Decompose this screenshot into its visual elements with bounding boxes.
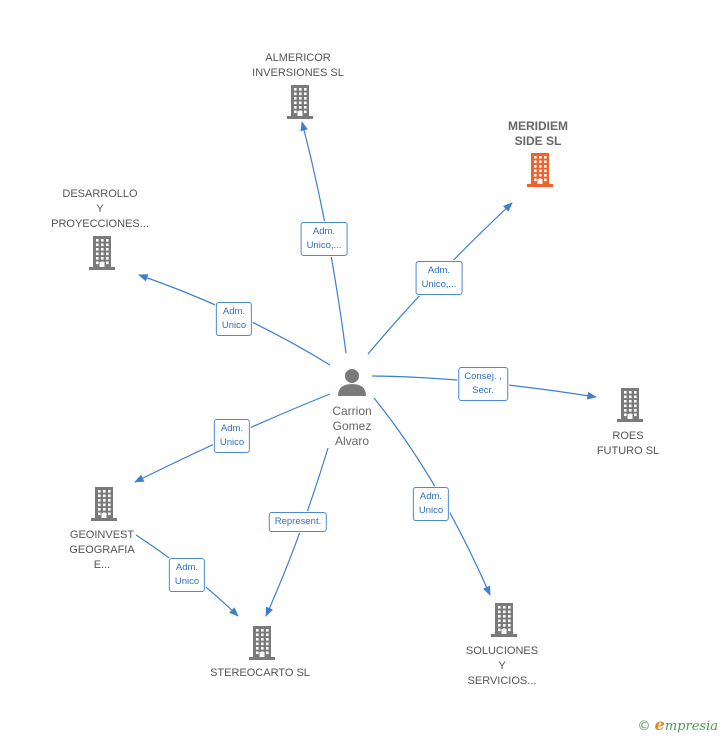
- edge-label-stereocarto-from-geoinvest[interactable]: Adm. Unico: [168, 558, 206, 592]
- company-label-line: E...: [93, 559, 111, 571]
- edge-label-line: Unico: [174, 576, 200, 587]
- edge-label-line: Unico,...: [421, 279, 457, 290]
- edge-label-line: Unico: [221, 320, 247, 331]
- person-name-line: Carrion: [332, 404, 372, 418]
- person-name-line: Alvaro: [334, 434, 370, 448]
- person-icon[interactable]: [338, 369, 366, 396]
- building-icon-almericor[interactable]: [287, 85, 313, 119]
- building-icon-desarrollo[interactable]: [89, 236, 115, 270]
- company-label-line: Y: [96, 203, 104, 215]
- company-label-line: GEOINVEST: [69, 529, 135, 541]
- edge-label-line: Adm.: [312, 226, 336, 237]
- company-label-line: SERVICIOS...: [467, 675, 537, 687]
- edge-label-line: Unico: [219, 437, 245, 448]
- company-label-line: FUTURO SL: [596, 445, 660, 457]
- edge-label-almericor[interactable]: Adm. Unico,...: [300, 222, 348, 256]
- edge-label-soluciones[interactable]: Adm. Unico: [412, 487, 450, 521]
- company-label-line: ALMERICOR: [265, 52, 331, 64]
- building-icon-stereocarto[interactable]: [249, 626, 275, 660]
- copyright-symbol: ©: [637, 719, 651, 734]
- edge-label-line: Consej. ,: [464, 371, 502, 382]
- edge-center-stereocarto: [265, 447, 329, 617]
- company-label-line: STEREOCARTO SL: [210, 667, 310, 679]
- company-label-desarrollo[interactable]: DESARROLLO Y PROYECCIONES...: [51, 187, 149, 232]
- company-label-line: ROES: [612, 430, 644, 442]
- edge-label-meridiem[interactable]: Adm. Unico,...: [415, 261, 463, 295]
- brand-name: mpresia: [664, 719, 718, 734]
- company-label-roes[interactable]: ROES FUTURO SL: [597, 429, 659, 459]
- building-icon-geoinvest[interactable]: [91, 487, 117, 521]
- edge-label-line: Unico,...: [306, 240, 342, 251]
- company-label-geoinvest[interactable]: GEOINVEST GEOGRAFIA E...: [69, 528, 134, 573]
- person-name-line: Gomez: [332, 419, 372, 433]
- edge-label-geoinvest[interactable]: Adm. Unico: [213, 419, 251, 453]
- edge-label-line: Secr.: [472, 385, 494, 396]
- edge-label-roes[interactable]: Consej. , Secr.: [458, 367, 508, 401]
- brand-initial: e: [654, 715, 665, 734]
- building-icon-soluciones[interactable]: [491, 603, 517, 637]
- company-label-almericor[interactable]: ALMERICOR INVERSIONES SL: [252, 51, 344, 81]
- edge-label-line: Represent.: [274, 516, 322, 527]
- company-label-line: SOLUCIONES: [465, 645, 539, 657]
- edge-label-line: Unico: [418, 505, 444, 516]
- company-label-stereocarto[interactable]: STEREOCARTO SL: [210, 666, 310, 681]
- company-label-line: INVERSIONES SL: [252, 67, 344, 79]
- edge-label-desarrollo[interactable]: Adm. Unico: [215, 302, 253, 336]
- company-label-line: DESARROLLO: [62, 188, 138, 200]
- company-label-soluciones[interactable]: SOLUCIONES Y SERVICIOS...: [466, 644, 538, 689]
- building-icon-roes[interactable]: [617, 388, 643, 422]
- edge-label-stereocarto[interactable]: Represent.: [268, 512, 328, 532]
- edge-label-line: Adm.: [427, 265, 451, 276]
- edge-label-line: Adm.: [222, 306, 246, 317]
- edge-label-line: Adm.: [419, 491, 443, 502]
- company-label-line: Y: [498, 660, 506, 672]
- building-icon-meridiem[interactable]: [527, 153, 553, 187]
- edge-label-line: Adm.: [175, 562, 199, 573]
- edge-label-line: Adm.: [220, 423, 244, 434]
- company-label-line: MERIDIEM: [508, 119, 568, 133]
- company-label-line: GEOGRAFIA: [69, 544, 135, 556]
- empresia-logo[interactable]: © empresia: [638, 715, 718, 734]
- company-label-line: SIDE SL: [514, 134, 562, 148]
- company-label-line: PROYECCIONES...: [51, 218, 149, 230]
